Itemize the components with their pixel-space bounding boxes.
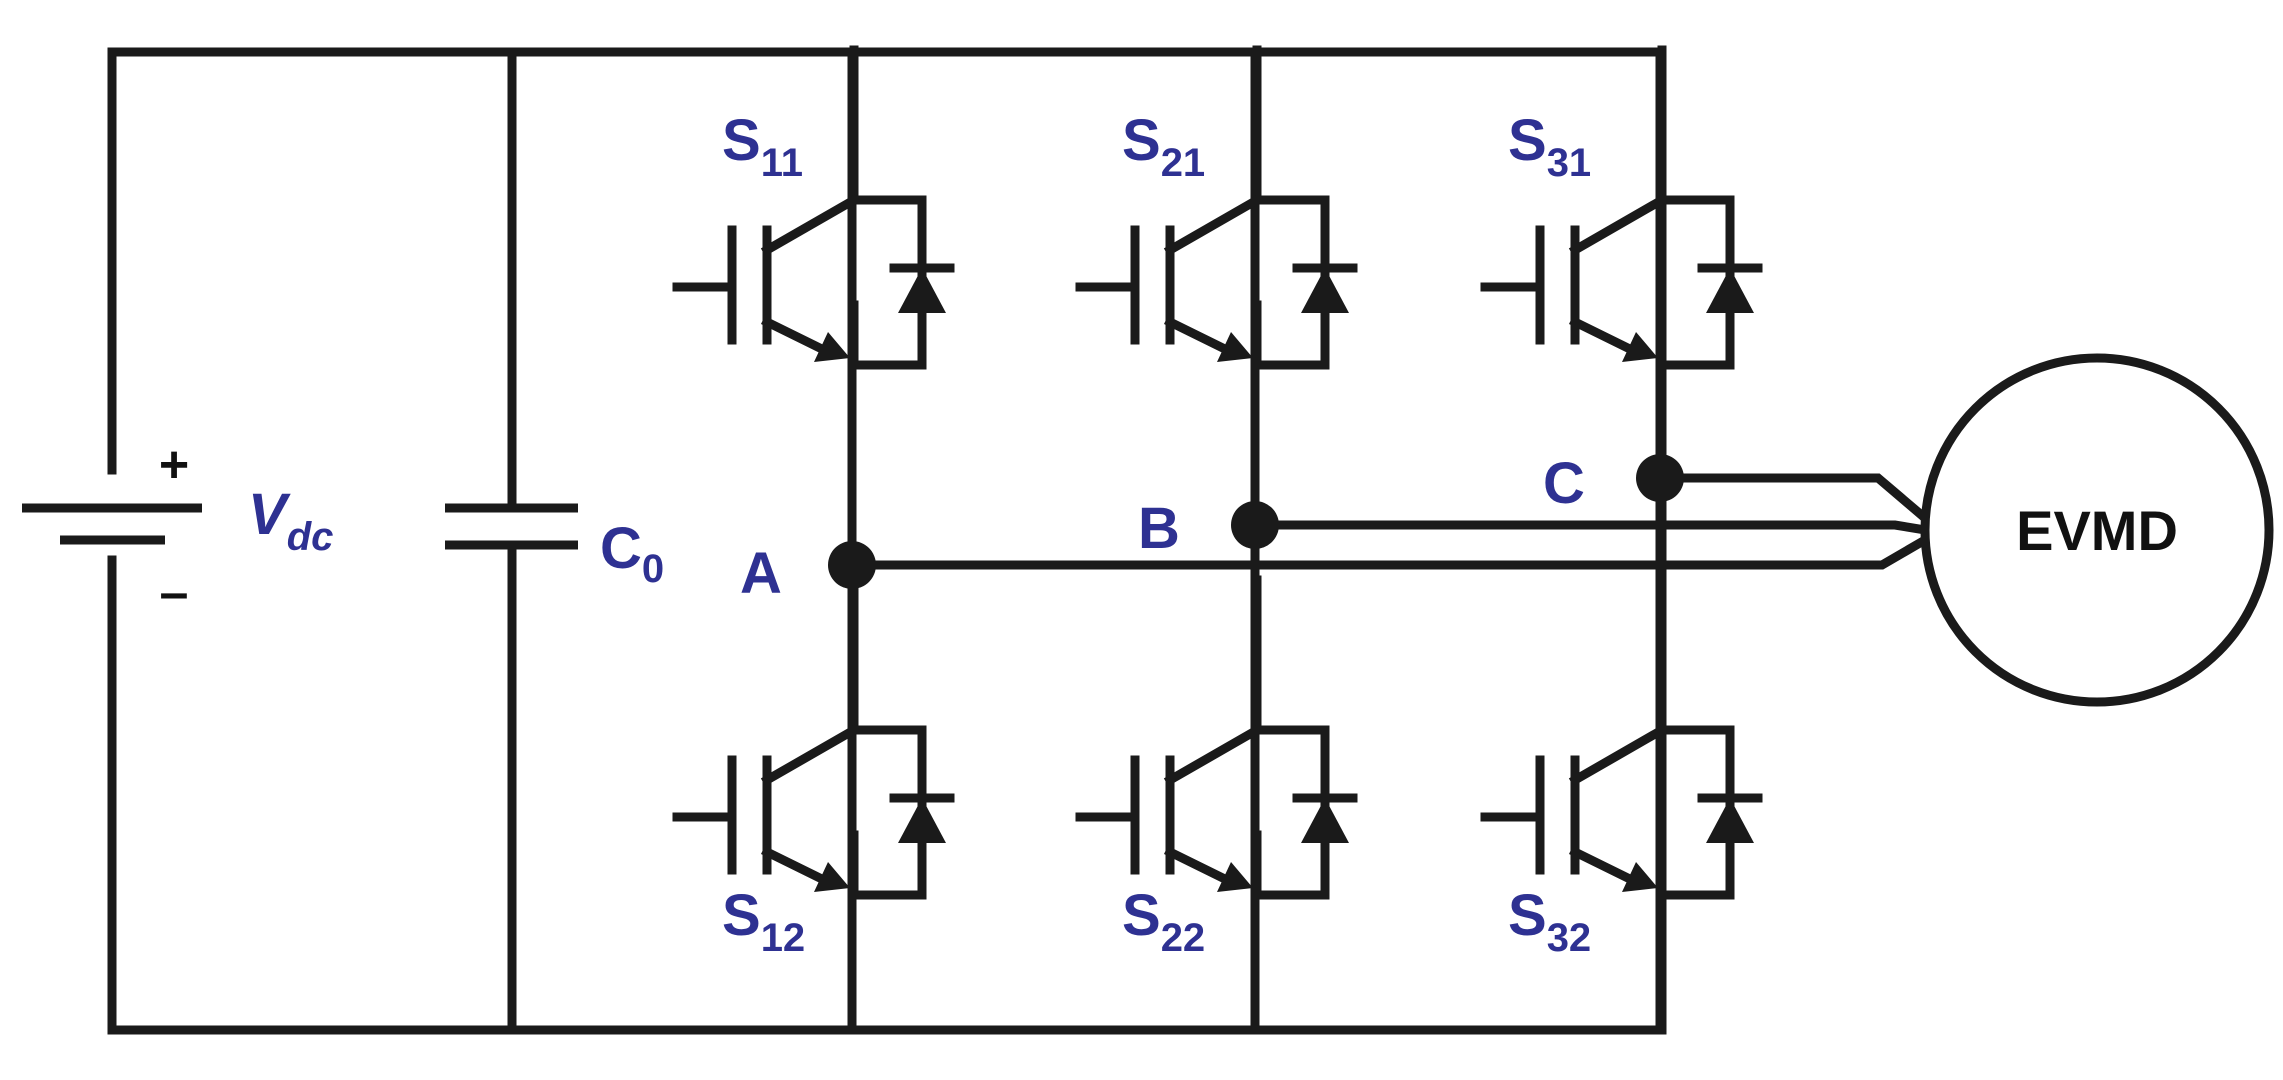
- switch-s32-wiring: [1657, 575, 1735, 900]
- node-a-dot: [828, 541, 876, 589]
- battery-minus-sign: –: [160, 564, 189, 622]
- switch-s21-label: S21: [1122, 108, 1205, 185]
- battery-plus-sign: +: [159, 436, 189, 494]
- switch-s11-wiring: [849, 45, 927, 370]
- switch-s32-diode-icon: [1706, 798, 1754, 843]
- switch-s12-wiring: [849, 575, 927, 900]
- switch-s11-collector: [760, 193, 861, 257]
- switch-s12-emitter: [760, 845, 837, 890]
- switch-s32-emitter: [1568, 845, 1645, 890]
- inverter-phase-legs: [672, 45, 1763, 1035]
- switch-s32-emitter-arrow: [1622, 862, 1658, 892]
- switch-s11-label: S11: [722, 108, 803, 185]
- switch-s12-label: S12: [722, 883, 805, 960]
- node-b-label: B: [1138, 496, 1180, 561]
- switch-s11-emitter: [760, 315, 837, 360]
- switch-s22-emitter: [1163, 845, 1240, 890]
- switch-s32-label: S32: [1508, 883, 1591, 960]
- dc-link-capacitor: C0: [445, 47, 664, 1035]
- switch-s31-emitter: [1568, 315, 1645, 360]
- motor-label: EVMD: [2016, 499, 2178, 562]
- node-b-dot: [1231, 501, 1279, 549]
- switch-s11-diode-icon: [898, 268, 946, 313]
- switch-s31-diode-icon: [1706, 268, 1754, 313]
- switch-s22-emitter-arrow: [1217, 862, 1253, 892]
- switch-s21-emitter: [1163, 315, 1240, 360]
- node-c-label: C: [1543, 451, 1585, 516]
- output-lines: [847, 473, 1932, 570]
- switch-s31-collector: [1568, 193, 1669, 257]
- switch-s12-collector: [760, 723, 861, 787]
- switch-s32-collector: [1568, 723, 1669, 787]
- switch-s22-diode-icon: [1301, 798, 1349, 843]
- switch-s22-collector: [1163, 723, 1264, 787]
- node-dots: [828, 454, 1684, 589]
- motor-evmd: EVMD: [1920, 353, 2274, 707]
- switch-s21-diode-icon: [1301, 268, 1349, 313]
- capacitor-label: C0: [600, 516, 664, 591]
- switch-s21-collector: [1163, 193, 1264, 257]
- switch-s12-emitter-arrow: [814, 862, 850, 892]
- switch-s12-diode-icon: [898, 798, 946, 843]
- switch-s31-wiring: [1657, 45, 1735, 370]
- vdc-label: Vdc: [248, 482, 333, 559]
- dc-source-battery: + – Vdc: [22, 436, 333, 622]
- switch-s31-emitter-arrow: [1622, 332, 1658, 362]
- node-c-dot: [1636, 454, 1684, 502]
- node-a-label: A: [740, 541, 782, 606]
- switch-s21-wiring: [1252, 45, 1330, 370]
- switch-s31-label: S31: [1508, 108, 1591, 185]
- switch-s22-wiring: [1252, 575, 1330, 900]
- switch-s21-emitter-arrow: [1217, 332, 1253, 362]
- switch-s11-emitter-arrow: [814, 332, 850, 362]
- switch-s22-label: S22: [1122, 883, 1205, 960]
